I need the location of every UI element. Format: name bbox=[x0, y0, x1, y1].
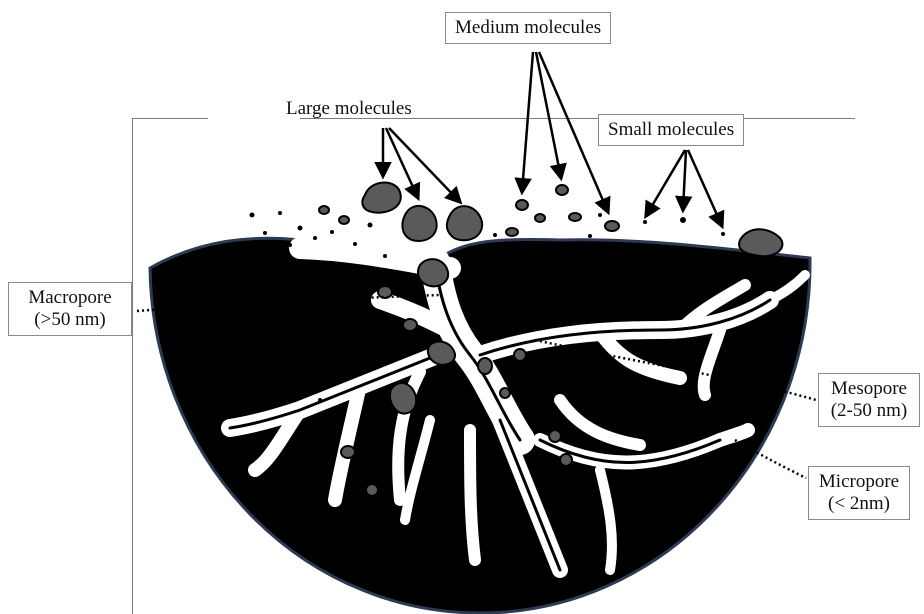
macropore-size: (>50 nm) bbox=[13, 309, 127, 331]
medium-molecule bbox=[319, 206, 329, 214]
large-molecule bbox=[447, 206, 482, 240]
label-large-molecules: Large molecules bbox=[286, 98, 412, 120]
medium-molecule bbox=[535, 214, 545, 222]
medium-molecule bbox=[478, 358, 492, 374]
micropore-name: Micropore bbox=[811, 471, 907, 493]
large-molecule bbox=[418, 259, 448, 286]
large-molecule bbox=[428, 342, 455, 365]
medium-molecule bbox=[378, 286, 392, 298]
large-molecule bbox=[362, 183, 400, 213]
medium-molecule bbox=[560, 454, 572, 466]
large-molecule bbox=[390, 383, 416, 414]
mesopore-size: (2-50 nm) bbox=[821, 400, 917, 422]
medium-molecule bbox=[500, 388, 510, 398]
medium-molecule bbox=[514, 349, 526, 361]
medium-molecule bbox=[605, 221, 619, 231]
medium-molecule bbox=[556, 185, 568, 195]
medium-molecule bbox=[506, 228, 518, 236]
medium-molecule bbox=[549, 430, 561, 442]
mesopore-name: Mesopore bbox=[821, 378, 917, 400]
label-mesopore: Mesopore (2-50 nm) bbox=[818, 373, 920, 427]
medium-molecule bbox=[341, 446, 355, 458]
large-molecule bbox=[402, 206, 436, 241]
micropore-size: (< 2nm) bbox=[811, 493, 907, 515]
medium-molecule bbox=[403, 319, 417, 331]
label-medium-molecules: Medium molecules bbox=[445, 12, 611, 44]
medium-molecule bbox=[366, 484, 378, 496]
macropore-name: Macropore bbox=[13, 287, 127, 309]
medium-molecule bbox=[569, 213, 581, 221]
label-micropore: Micropore (< 2nm) bbox=[808, 466, 910, 520]
medium-molecule bbox=[516, 200, 528, 210]
large-molecule bbox=[739, 229, 782, 256]
label-small-molecules: Small molecules bbox=[598, 114, 744, 146]
label-macropore: Macropore (>50 nm) bbox=[8, 282, 132, 336]
medium-molecule bbox=[339, 216, 349, 224]
